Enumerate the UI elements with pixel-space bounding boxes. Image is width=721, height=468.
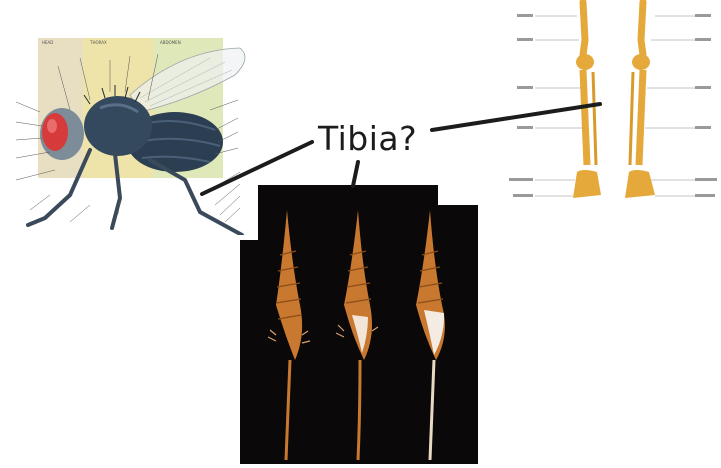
skeleton-left-leg (573, 2, 601, 198)
tibia-shells-photo (240, 185, 478, 464)
knee-left (576, 54, 594, 70)
human-leg-skeleton-diagram (505, 0, 721, 205)
section-header-abdomen: ABDOMEN (160, 40, 181, 45)
section-header-thorax: THORAX (89, 40, 107, 45)
connector-to-shells (353, 162, 358, 186)
fly-anatomy-diagram: HEAD THORAX ABDOMEN (10, 30, 255, 235)
fly-eye (42, 113, 68, 151)
femur-right (641, 2, 643, 55)
skeleton-right-leg (625, 2, 655, 198)
section-header-head: HEAD (42, 40, 53, 45)
tibia-left (583, 70, 587, 165)
tibia-question-label: Tibia? (318, 122, 417, 155)
tibia-right (639, 70, 643, 165)
foot-right (625, 170, 655, 198)
foot-left (573, 170, 601, 198)
knee-right (632, 54, 650, 70)
femur-left (583, 2, 585, 55)
skeleton-callout-lines (535, 16, 695, 196)
